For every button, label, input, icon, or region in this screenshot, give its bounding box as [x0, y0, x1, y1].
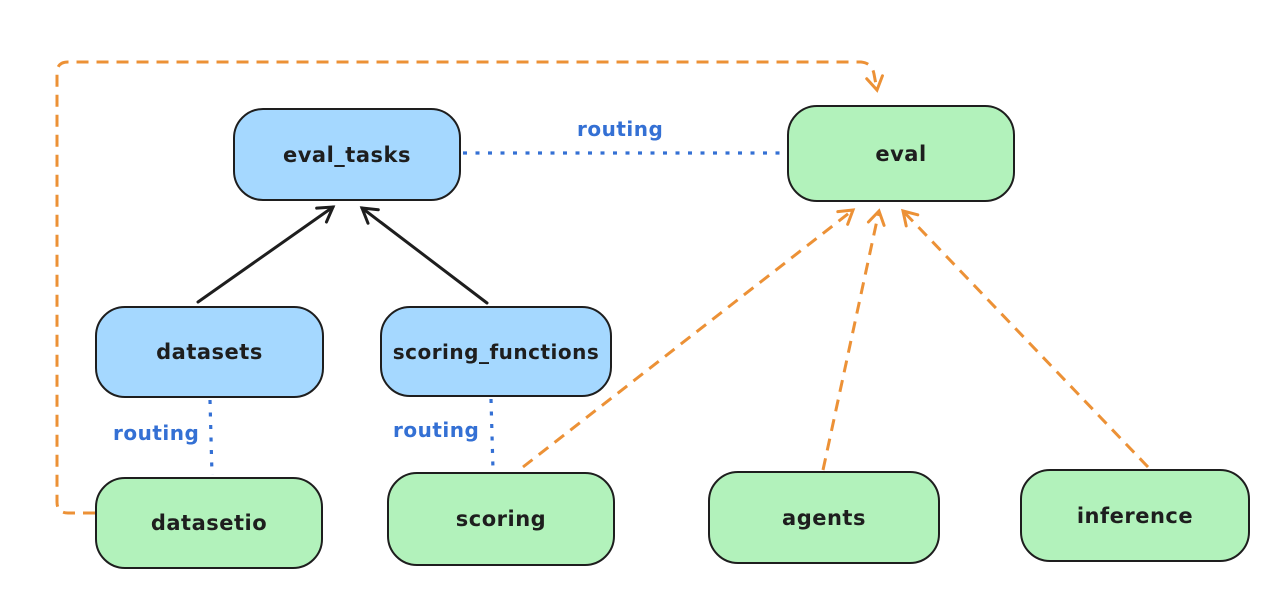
node-eval-tasks-label: eval_tasks [283, 142, 411, 167]
node-agents-label: agents [782, 505, 866, 530]
edge-scoring-functions-to-scoring-routing [489, 398, 495, 471]
node-eval-label: eval [875, 141, 927, 166]
edge-label-routing-left: routing [113, 421, 200, 445]
node-datasetio-label: datasetio [150, 511, 268, 535]
edge-datasetio-to-eval-loop [55, 60, 884, 515]
node-scoring-functions-label: scoring_functions [392, 339, 600, 364]
edge-inference-to-eval [901, 208, 1150, 469]
node-agents: agents [708, 471, 940, 564]
node-scoring: scoring [387, 472, 615, 566]
node-scoring-label: scoring [455, 507, 547, 531]
node-datasets: datasets [95, 306, 324, 398]
node-datasetio: datasetio [95, 477, 323, 569]
edge-label-routing-top: routing [577, 117, 664, 141]
edge-label-routing-middle: routing [393, 418, 480, 442]
edge-agents-to-eval [821, 208, 886, 471]
edge-datasets-to-datasetio-routing [208, 399, 214, 476]
node-inference: inference [1020, 469, 1250, 562]
edge-datasets-to-eval-tasks [196, 205, 336, 304]
node-eval-tasks: eval_tasks [233, 108, 461, 201]
edge-scoring-to-eval [522, 208, 856, 469]
edge-scoring-functions-to-eval-tasks [359, 206, 489, 305]
node-scoring-functions: scoring_functions [380, 306, 612, 397]
node-inference-label: inference [1076, 503, 1194, 528]
node-eval: eval [787, 105, 1015, 202]
node-datasets-label: datasets [156, 340, 263, 364]
